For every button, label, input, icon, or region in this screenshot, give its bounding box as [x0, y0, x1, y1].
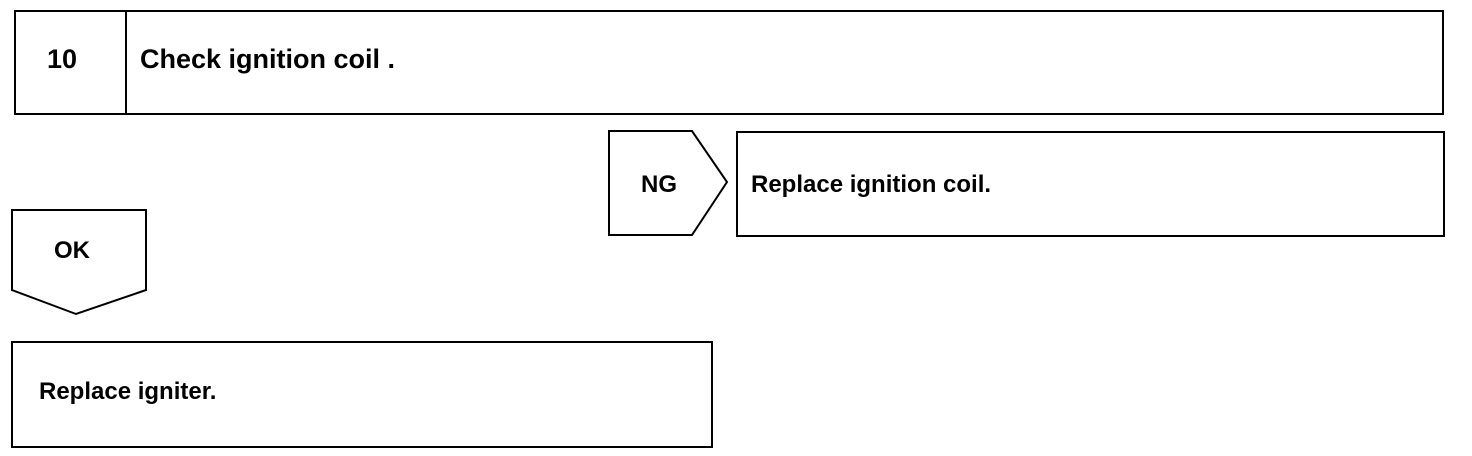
ng-arrow-shape: [608, 130, 729, 236]
step-number: 10: [47, 44, 78, 74]
step-title: Check ignition coil .: [140, 44, 396, 74]
ng-action-box: [736, 131, 1445, 237]
ok-action-box: [11, 341, 713, 448]
ok-label: OK: [54, 237, 90, 264]
ng-action-text: Replace ignition coil.: [751, 171, 992, 198]
step-header-box: [14, 10, 1444, 115]
ok-arrow-shape: [11, 209, 147, 316]
ok-action-text: Replace igniter.: [39, 378, 217, 405]
ng-label: NG: [641, 171, 677, 198]
step-number-divider: [125, 10, 127, 115]
